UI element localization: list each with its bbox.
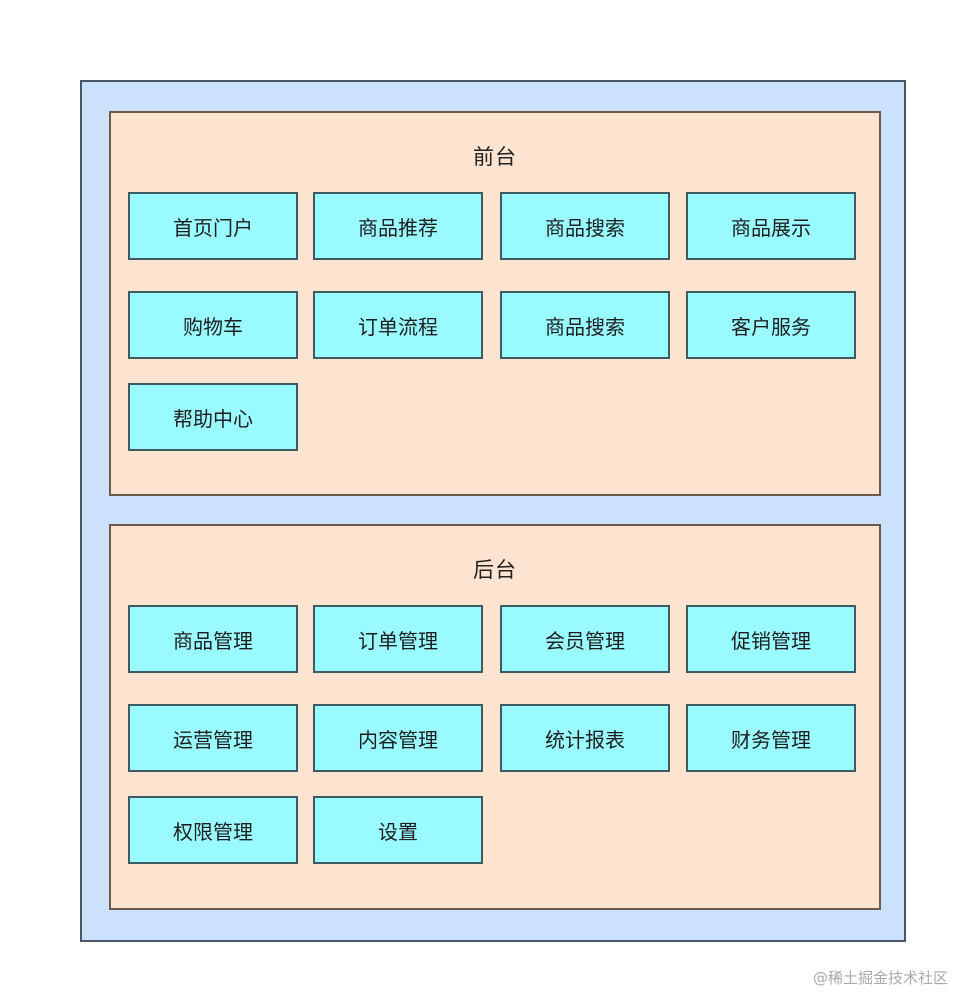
module-box-order-flow: 订单流程 bbox=[313, 291, 483, 359]
backend-section: 后台 商品管理 订单管理 会员管理 促销管理 运营管理 内容管理 统计报表 财务… bbox=[109, 524, 881, 910]
watermark: @稀土掘金技术社区 bbox=[812, 969, 948, 987]
module-box-help-center: 帮助中心 bbox=[128, 383, 298, 451]
module-box-operations-management: 运营管理 bbox=[128, 704, 298, 772]
module-box-product-recommend: 商品推荐 bbox=[313, 192, 483, 260]
module-box-order-management: 订单管理 bbox=[313, 605, 483, 673]
module-box-content-management: 内容管理 bbox=[313, 704, 483, 772]
system-container: 前台 首页门户 商品推荐 商品搜索 商品展示 购物车 订单流程 商品搜索 客户服… bbox=[80, 80, 906, 942]
module-box-statistics-reports: 统计报表 bbox=[500, 704, 670, 772]
module-box-product-search: 商品搜索 bbox=[500, 192, 670, 260]
module-box-shopping-cart: 购物车 bbox=[128, 291, 298, 359]
module-box-product-display: 商品展示 bbox=[686, 192, 856, 260]
module-box-finance-management: 财务管理 bbox=[686, 704, 856, 772]
module-box-home-portal: 首页门户 bbox=[128, 192, 298, 260]
module-box-product-management: 商品管理 bbox=[128, 605, 298, 673]
frontend-section: 前台 首页门户 商品推荐 商品搜索 商品展示 购物车 订单流程 商品搜索 客户服… bbox=[109, 111, 881, 496]
frontend-title: 前台 bbox=[473, 145, 517, 169]
module-box-product-search-2: 商品搜索 bbox=[500, 291, 670, 359]
module-box-member-management: 会员管理 bbox=[500, 605, 670, 673]
backend-title: 后台 bbox=[473, 558, 517, 582]
module-box-permission-management: 权限管理 bbox=[128, 796, 298, 864]
module-box-promotion-management: 促销管理 bbox=[686, 605, 856, 673]
module-box-settings: 设置 bbox=[313, 796, 483, 864]
module-box-customer-service: 客户服务 bbox=[686, 291, 856, 359]
